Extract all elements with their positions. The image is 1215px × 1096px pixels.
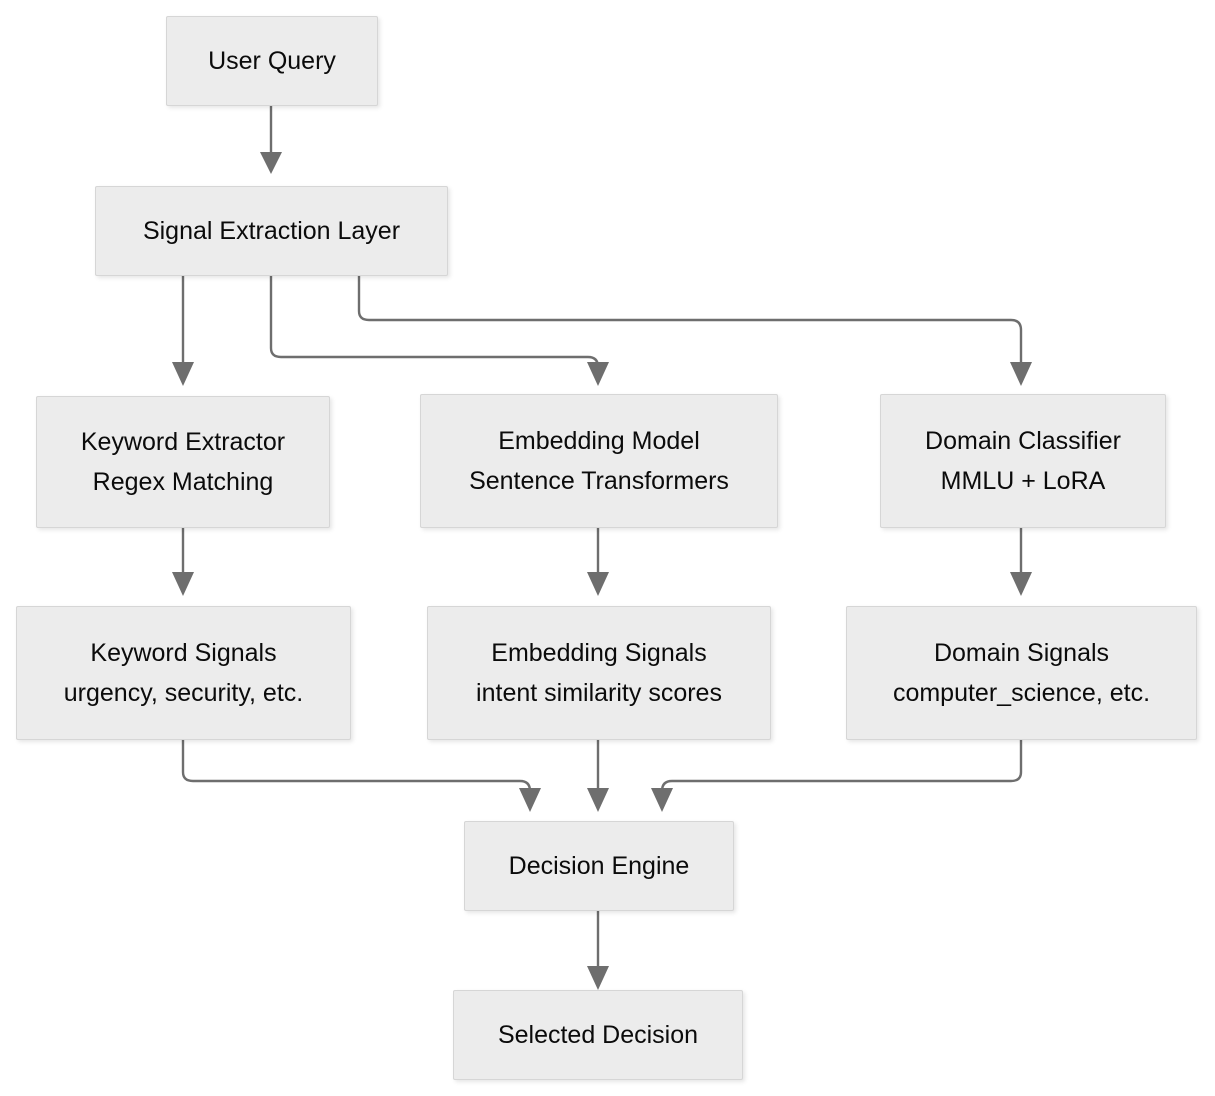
node-domain-signals-line2: computer_science, etc. xyxy=(892,679,1151,707)
node-decision-engine[interactable]: Decision Engine xyxy=(464,821,734,911)
edge-domain-signals-to-decision-engine xyxy=(651,740,1023,812)
node-keyword-extractor-line2: Regex Matching xyxy=(92,468,274,496)
edge-domain-classifier-to-domain-signals xyxy=(1010,528,1032,596)
node-decision-engine-line1: Decision Engine xyxy=(508,851,690,880)
node-user-query-line1: User Query xyxy=(208,46,336,75)
node-domain-classifier-line1: Domain Classifier xyxy=(925,426,1121,455)
node-embedding-model[interactable]: Embedding Model Sentence Transformers xyxy=(420,394,778,528)
node-keyword-signals-line1: Keyword Signals xyxy=(90,638,277,667)
node-signal-extraction-layer-line1: Signal Extraction Layer xyxy=(142,216,401,245)
edge-keyword-signals-to-decision-engine xyxy=(181,740,541,812)
node-embedding-model-line1: Embedding Model xyxy=(498,426,700,455)
node-selected-decision-line1: Selected Decision xyxy=(497,1020,699,1049)
node-keyword-signals[interactable]: Keyword Signals urgency, security, etc. xyxy=(16,606,351,740)
node-domain-classifier[interactable]: Domain Classifier MMLU + LoRA xyxy=(880,394,1166,528)
edge-keyword-extractor-to-keyword-signals xyxy=(172,528,194,596)
edge-signal-layer-to-keyword-extractor xyxy=(172,276,194,386)
edge-embedding-signals-to-decision-engine xyxy=(587,740,609,812)
node-embedding-signals-line1: Embedding Signals xyxy=(491,638,707,667)
node-domain-signals-line1: Domain Signals xyxy=(933,638,1110,667)
edge-decision-engine-to-selected-decision xyxy=(587,911,609,990)
edge-signal-layer-to-domain-classifier xyxy=(357,276,1032,386)
node-embedding-model-line2: Sentence Transformers xyxy=(469,467,729,495)
edge-embedding-model-to-embedding-signals xyxy=(587,528,609,596)
edge-signal-layer-to-embedding-model xyxy=(269,276,609,386)
node-embedding-signals[interactable]: Embedding Signals intent similarity scor… xyxy=(427,606,771,740)
node-user-query[interactable]: User Query xyxy=(166,16,378,106)
node-embedding-signals-line2: intent similarity scores xyxy=(476,679,722,707)
node-selected-decision[interactable]: Selected Decision xyxy=(453,990,743,1080)
node-keyword-extractor[interactable]: Keyword Extractor Regex Matching xyxy=(36,396,330,528)
node-domain-classifier-line2: MMLU + LoRA xyxy=(940,467,1106,495)
node-signal-extraction-layer[interactable]: Signal Extraction Layer xyxy=(95,186,448,276)
edge-user-query-to-signal-layer xyxy=(260,106,282,174)
node-keyword-signals-line2: urgency, security, etc. xyxy=(63,679,304,707)
node-keyword-extractor-line1: Keyword Extractor xyxy=(80,427,286,456)
node-domain-signals[interactable]: Domain Signals computer_science, etc. xyxy=(846,606,1197,740)
